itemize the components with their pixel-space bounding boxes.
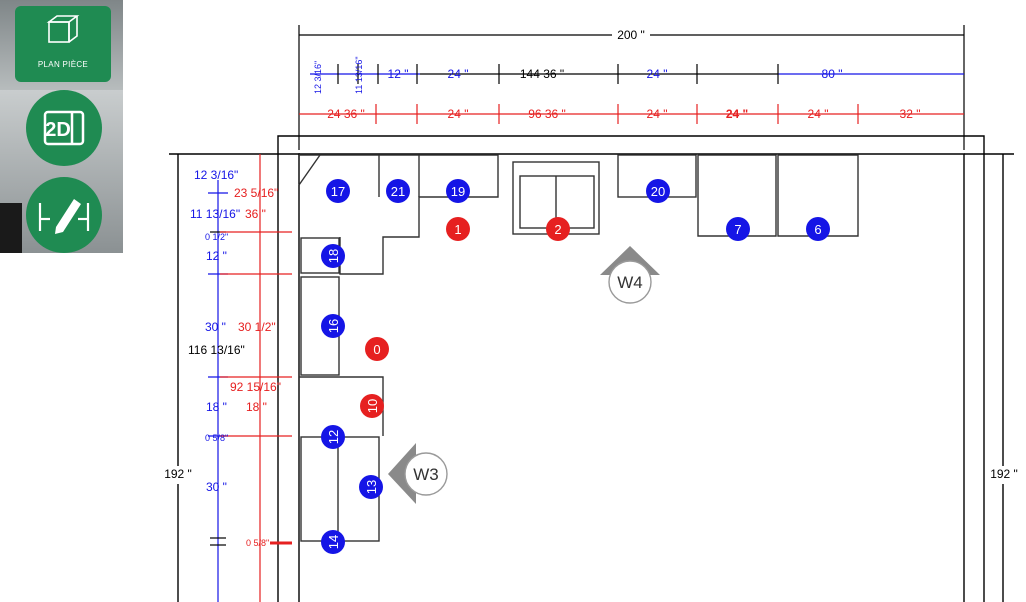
dimension-labels: 200 " 192 " 192 " 12 3/16" 11 13/16" 12 … (164, 28, 1018, 548)
dim-left-blue-2: 0 1/2" (205, 232, 228, 242)
marker-13: 13 (364, 480, 379, 494)
dim-left-red-2: 30 1/2" (238, 320, 276, 334)
wall-label-w4: W4 (617, 273, 643, 292)
wall-marker-w4 (600, 246, 660, 304)
dimension-left (208, 154, 292, 602)
marker-labels: 17 21 19 20 7 6 18 16 12 13 14 1 2 0 10 (326, 184, 822, 549)
dim-left-black: 116 13/16" (188, 343, 245, 357)
marker-0: 0 (373, 342, 380, 357)
dim-left-blue-3: 12 " (206, 249, 227, 263)
dim-r1-0: 12 3/16" (313, 61, 323, 94)
dim-r1-1: 11 13/16" (354, 56, 364, 94)
dim-left-blue-4: 30 " (205, 320, 226, 334)
dim-left-red-1: 36 " (245, 207, 266, 221)
total-width-label: 200 " (617, 28, 645, 42)
dim-r2-0: 24 36 " (327, 107, 365, 121)
dim-left-blue-1: 11 13/16" (190, 207, 240, 221)
dim-left-red-3: 92 15/16" (230, 380, 281, 394)
dim-r2-2: 96 36 " (528, 107, 566, 121)
marker-19: 19 (451, 184, 465, 199)
marker-2: 2 (554, 222, 561, 237)
marker-16: 16 (326, 319, 341, 333)
wall-label-w3: W3 (413, 465, 439, 484)
dim-r2-4: 24 " (726, 107, 748, 121)
dim-left-red-4: 18 " (246, 400, 267, 414)
marker-21: 21 (391, 184, 405, 199)
dim-left-blue-6: 0 5/8" (205, 433, 228, 443)
marker-18: 18 (326, 249, 341, 263)
blue-markers (321, 179, 830, 554)
height-left-label: 192 " (164, 467, 192, 481)
dim-left-red-5: 0 5/8" (246, 538, 269, 548)
dim-r2-3: 24 " (647, 107, 668, 121)
dim-left-blue-0: 12 3/16" (194, 168, 238, 182)
measure-edit-button[interactable] (26, 177, 102, 253)
dim-r1-5: 24 " (647, 67, 668, 81)
dim-r1-3: 24 " (448, 67, 469, 81)
wall-marker-w3 (388, 443, 448, 504)
cabinet-outlines (298, 154, 859, 542)
view-2d-icon: 2D (43, 110, 85, 146)
marker-10: 10 (365, 399, 380, 413)
dim-r2-1: 24 " (448, 107, 469, 121)
dim-r1-2: 12 " (388, 67, 409, 81)
red-markers (360, 217, 570, 418)
plan-piece-button[interactable]: PLAN PIÈCE (15, 6, 111, 82)
dim-left-blue-7: 30 " (206, 480, 227, 494)
dim-left-blue-5: 18 " (206, 400, 227, 414)
wall-labels: W4 W3 (413, 273, 643, 484)
dim-r1-4: 144 36 " (520, 67, 564, 81)
view-2d-label: 2D (45, 119, 71, 141)
view-2d-button[interactable]: 2D (26, 90, 102, 166)
sidebar-background (0, 203, 22, 253)
dim-r1-6: 80 " (822, 67, 843, 81)
marker-14: 14 (326, 535, 341, 549)
dimension-row-1 (310, 64, 964, 84)
cube-outline-icon (46, 15, 80, 43)
plan-piece-label: PLAN PIÈCE (37, 60, 89, 69)
dim-r2-5: 24 " (808, 107, 829, 121)
marker-12: 12 (326, 430, 341, 444)
dimension-total-width (298, 25, 965, 150)
marker-7: 7 (734, 222, 741, 237)
tool-sidebar: PLAN PIÈCE 2D (0, 0, 123, 253)
dim-left-red-0: 23 5/16" (234, 186, 278, 200)
marker-1: 1 (454, 222, 461, 237)
marker-17: 17 (331, 184, 345, 199)
marker-20: 20 (651, 184, 665, 199)
height-right-label: 192 " (990, 467, 1018, 481)
dimension-row-2 (299, 104, 964, 124)
measure-pencil-icon (38, 199, 90, 234)
dim-r2-6: 32 " (900, 107, 921, 121)
room-walls (169, 135, 1014, 602)
marker-6: 6 (814, 222, 821, 237)
